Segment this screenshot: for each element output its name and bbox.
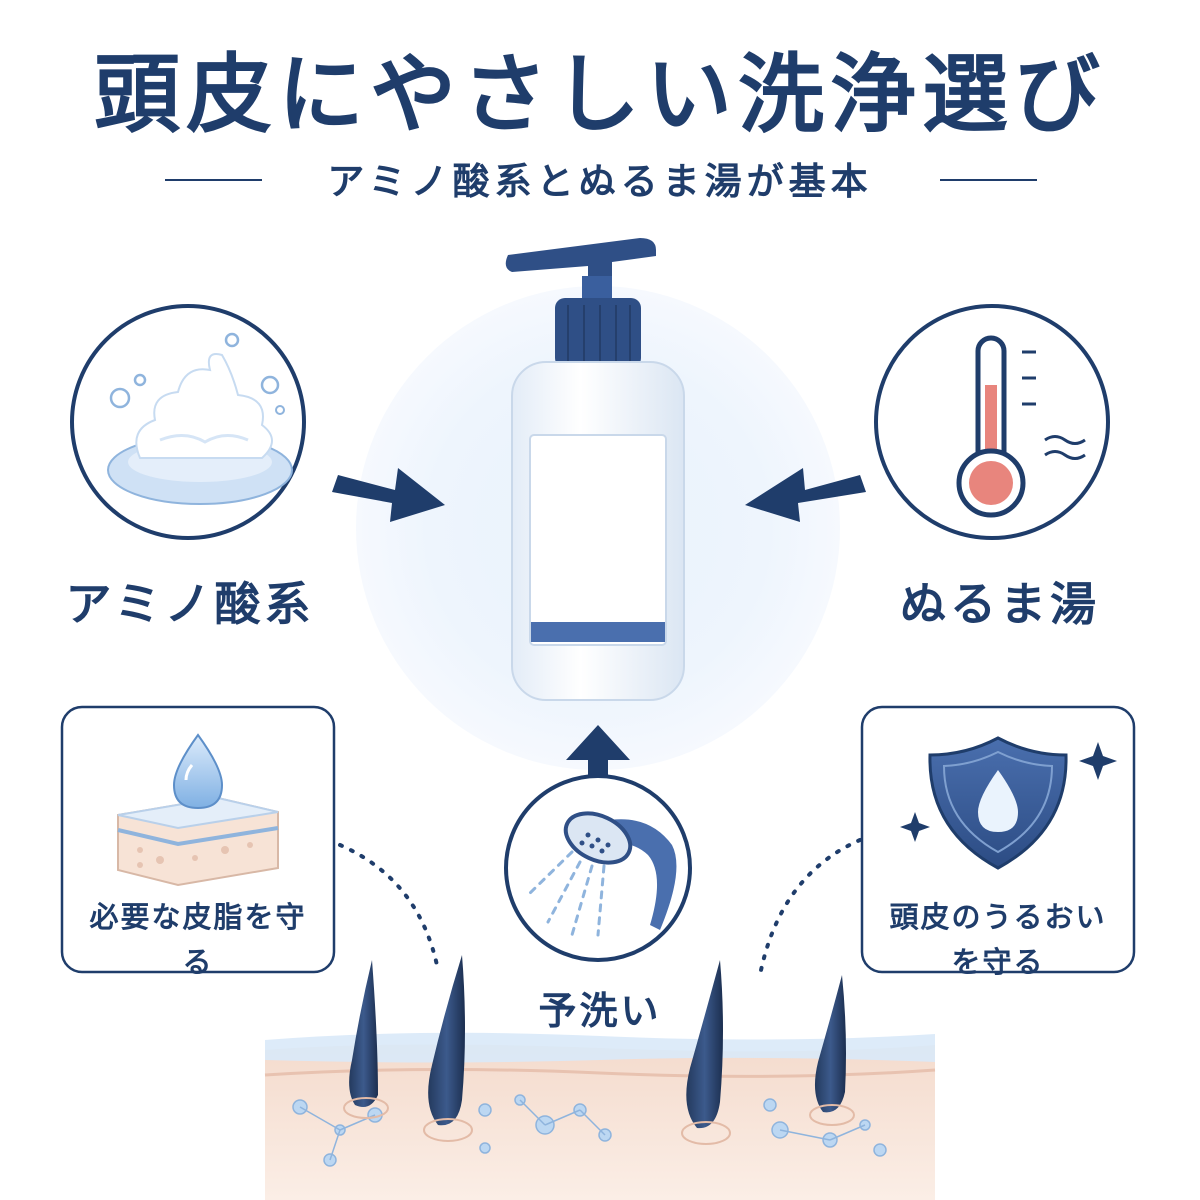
thermometer-icon: [956, 335, 1086, 518]
prewash-circle: [504, 774, 692, 962]
subtitle: アミノ酸系とぬるま湯が基本: [327, 160, 873, 203]
water-drop-on-skin-icon: [117, 733, 279, 887]
foam-icon: [107, 332, 293, 505]
shampoo-bottle-icon: [505, 238, 685, 701]
card-right-text: 頭皮のうるおいを守る: [889, 900, 1107, 979]
card-left: [60, 705, 336, 974]
warm-water-circle: [874, 304, 1110, 540]
warm-water-label: ぬるま湯: [900, 577, 1100, 631]
arrow-prewash-to-bottle: [566, 725, 630, 775]
prewash-label: 予洗い: [538, 989, 662, 1033]
arrow-amino-to-bottle: [332, 468, 445, 522]
skin-cross-section-icon: [264, 955, 936, 1200]
dotted-connector-right: [758, 838, 862, 977]
amino-circle: [70, 304, 306, 540]
amino-label: アミノ酸系: [65, 577, 315, 631]
dotted-connector-left: [338, 843, 440, 972]
card-left-text: 必要な皮脂を守る: [89, 900, 307, 979]
arrow-warm-to-bottle: [745, 468, 866, 522]
shield-drop-icon: [900, 736, 1117, 870]
page-title: 頭皮にやさしい洗浄選び: [94, 45, 1106, 145]
card-right: [860, 705, 1136, 974]
shower-head-icon: [526, 811, 677, 937]
